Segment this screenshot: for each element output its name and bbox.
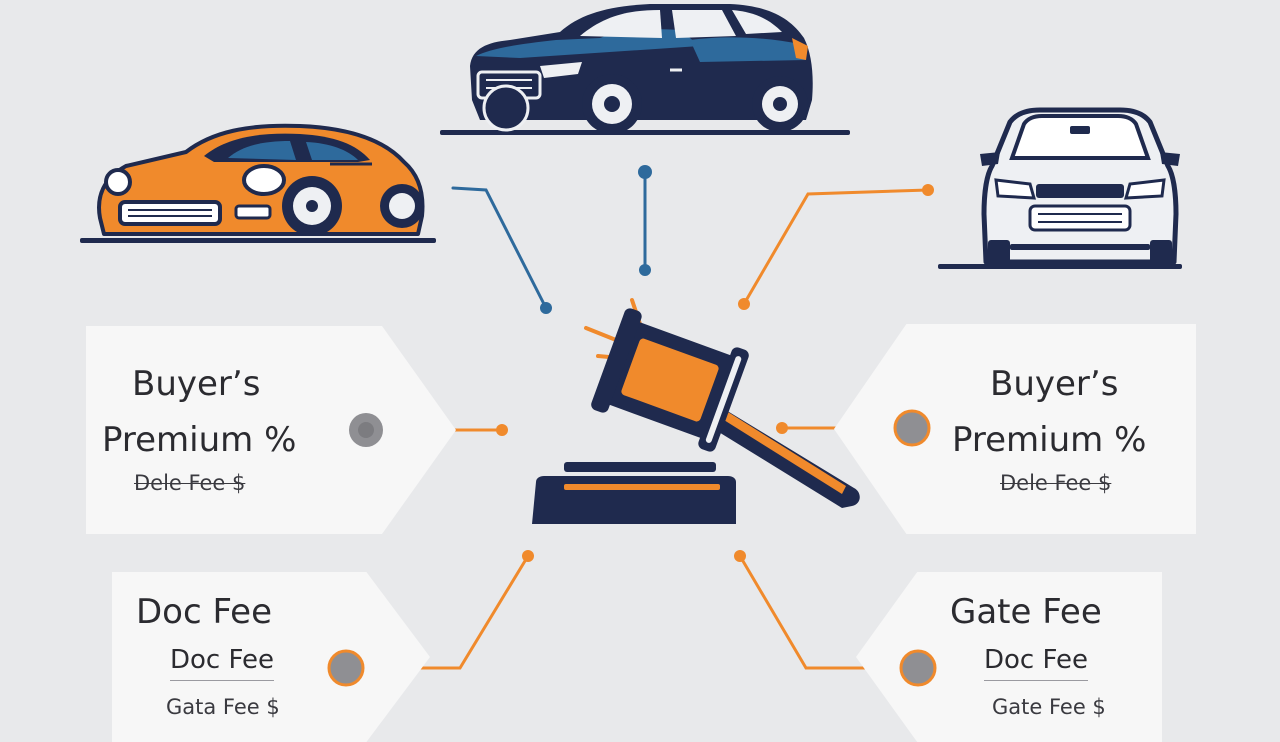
top-left-line2: Premium % [102,420,297,460]
sedan-front-icon [938,107,1182,269]
bottom-right-line2: Doc Fee [984,644,1089,681]
top-right-line3: Dele Fee $ [1000,471,1112,495]
bottom-left-line2: Doc Fee [170,644,275,681]
fee-card-top-left [86,326,456,534]
auction-fees-diagram [80,4,1182,670]
top-right-line1: Buyer’s [990,364,1119,404]
bottom-left-line3: Gata Fee $ [166,695,280,719]
suv-icon [440,4,850,135]
top-left-line3: Dele Fee $ [134,471,246,495]
bottom-right-title: Gate Fee [950,592,1102,632]
top-right-line2: Premium % [952,420,1147,460]
fee-card-bottom-left [112,572,430,742]
vehicle-connectors [451,170,930,310]
connector-dots [540,165,934,314]
bottom-left-title: Doc Fee [136,592,273,632]
card-connector-dots [496,422,788,562]
sports-car-icon [80,123,436,243]
top-left-line1: Buyer’s [132,364,261,404]
bottom-right-line3: Gate Fee $ [992,695,1106,719]
